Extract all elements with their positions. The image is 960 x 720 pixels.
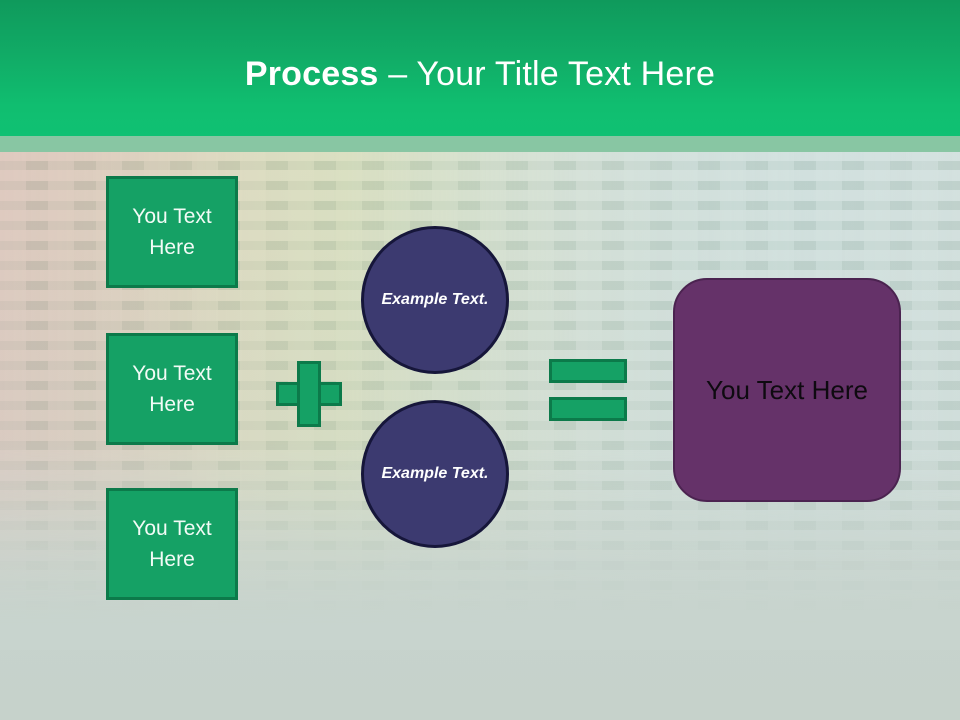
input-box-1-label: You Text Here — [132, 205, 212, 259]
input-box-3-label: You Text Here — [132, 517, 212, 571]
example-circle-1[interactable]: Example Text. — [361, 226, 509, 374]
page-title: Process – Your Title Text Here — [0, 52, 960, 96]
title-banner — [0, 0, 960, 136]
result-box[interactable]: You Text Here — [673, 278, 901, 502]
result-box-label: You Text Here — [706, 375, 868, 405]
example-circle-1-label: Example Text. — [381, 291, 489, 308]
example-circle-2[interactable]: Example Text. — [361, 400, 509, 548]
page-title-remainder: – Your Title Text Here — [378, 55, 716, 93]
plus-center-fill — [300, 385, 318, 403]
input-box-2[interactable]: You Text Here — [106, 333, 238, 445]
equals-upper-bar — [549, 359, 627, 383]
equals-operator-icon — [549, 359, 627, 421]
plus-operator-icon — [276, 361, 342, 427]
input-box-3[interactable]: You Text Here — [106, 488, 238, 600]
title-banner-accent-stripe — [0, 136, 960, 152]
page-title-emphasis: Process — [244, 55, 379, 93]
input-box-2-label: You Text Here — [132, 362, 212, 416]
example-circle-2-label: Example Text. — [381, 465, 489, 482]
equals-lower-bar — [549, 397, 627, 421]
input-box-1[interactable]: You Text Here — [106, 176, 238, 288]
